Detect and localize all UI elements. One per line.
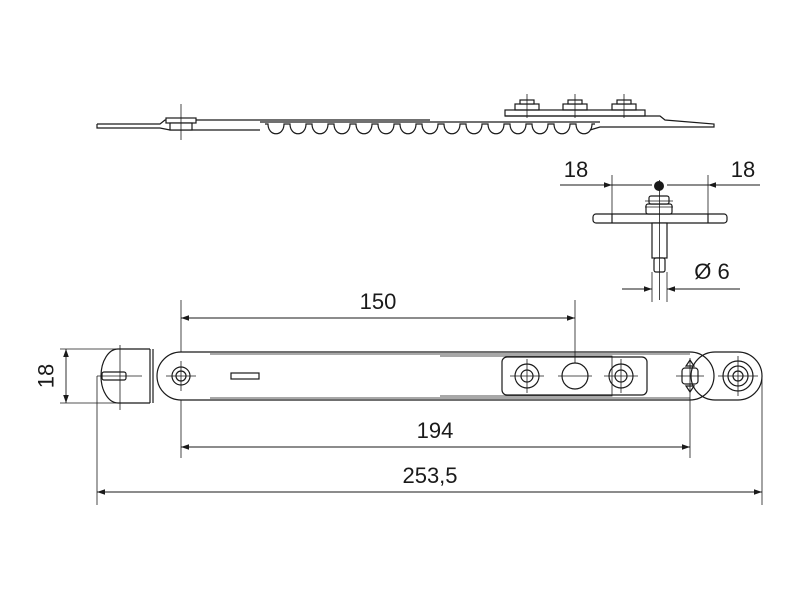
- right-pin: [676, 358, 704, 394]
- label-mount-distance: 150: [360, 289, 397, 314]
- side-rivet-left: [165, 104, 197, 140]
- right-end-piece: [690, 351, 763, 401]
- label-width-left: 18: [34, 364, 59, 388]
- label-pin-diameter: Ø 6: [694, 259, 729, 284]
- detail-view: 18 18 Ø 6: [560, 157, 760, 302]
- side-mount-plate: [504, 109, 646, 117]
- side-plate-right: [505, 115, 715, 131]
- mounting-plate: [501, 356, 648, 396]
- detail-pin-marker: [654, 181, 664, 191]
- mount-hole-1: [510, 359, 544, 393]
- side-plate-bottom-edge: [96, 124, 260, 131]
- detail-base-plate: [592, 213, 728, 224]
- mount-hole-3: [604, 359, 638, 393]
- label-pin-offset-left: 18: [564, 157, 588, 182]
- side-view: [96, 94, 715, 140]
- right-end-hole: [718, 356, 758, 396]
- side-rivet-right-1: [514, 94, 540, 118]
- label-hole-distance: 194: [417, 418, 454, 443]
- mount-hole-2: [558, 362, 592, 390]
- label-overall-length: 253,5: [402, 463, 457, 488]
- side-plate-top-edge: [97, 119, 430, 125]
- side-rivet-right-2: [562, 94, 588, 118]
- left-pivot-hole: [166, 361, 196, 391]
- top-view: 18 150 194 253,5: [34, 289, 763, 505]
- arm-slot: [230, 372, 260, 380]
- corrugated-spring: [265, 123, 595, 135]
- side-rivet-right-3: [611, 94, 637, 118]
- detail-pin-head: [645, 203, 673, 215]
- label-pin-offset-right: 18: [731, 157, 755, 182]
